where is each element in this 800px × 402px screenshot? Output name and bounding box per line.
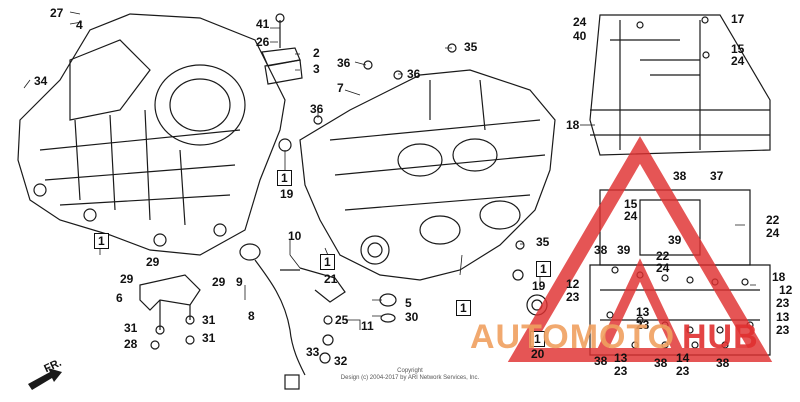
part-callout-6: 6 <box>116 291 123 305</box>
part-callout-1: 1 <box>456 300 471 316</box>
part-callout-38: 38 <box>654 356 668 370</box>
part-callout-17: 17 <box>731 12 745 26</box>
part-callout-34: 34 <box>34 74 48 88</box>
part-callout-38: 38 <box>673 169 687 183</box>
part-callout-23: 23 <box>676 364 690 378</box>
part-callout-21: 21 <box>324 272 338 286</box>
part-callout-24: 24 <box>573 15 587 29</box>
part-callout-24: 24 <box>766 226 780 240</box>
part-callout-36: 36 <box>337 56 351 70</box>
watermark-text-primary: AUTOMOTO <box>470 318 676 356</box>
lower-crankcase-center <box>299 43 556 281</box>
part-callout-29: 29 <box>212 275 226 289</box>
part-callout-26: 26 <box>256 35 270 49</box>
part-callout-38: 38 <box>594 354 608 368</box>
part-callout-41: 41 <box>256 17 270 31</box>
part-callout-37: 37 <box>710 169 724 183</box>
cap-parts <box>261 13 303 152</box>
part-callout-24: 24 <box>624 209 638 223</box>
part-callout-9: 9 <box>236 275 243 289</box>
part-callout-15: 15 <box>731 42 745 56</box>
part-callout-7: 7 <box>337 81 344 95</box>
part-callout-15: 15 <box>624 197 638 211</box>
part-callout-1: 1 <box>536 261 551 277</box>
part-callout-31: 31 <box>124 321 138 335</box>
part-callout-3: 3 <box>313 62 320 76</box>
part-callout-13: 13 <box>776 310 790 324</box>
part-callout-4: 4 <box>76 18 83 32</box>
part-callout-38: 38 <box>716 356 730 370</box>
part-callout-39: 39 <box>668 233 682 247</box>
part-callout-33: 33 <box>306 345 320 359</box>
part-callout-18: 18 <box>566 118 580 132</box>
copyright-notice: Copyright Design (c) 2004-2017 by ARI Ne… <box>330 368 490 382</box>
part-callout-39: 39 <box>617 243 631 257</box>
part-callout-35: 35 <box>464 40 478 54</box>
part-callout-1: 1 <box>320 254 335 270</box>
part-callout-31: 31 <box>202 313 216 327</box>
part-callout-25: 25 <box>335 313 349 327</box>
part-callout-29: 29 <box>146 255 160 269</box>
part-callout-5: 5 <box>405 296 412 310</box>
part-callout-1: 1 <box>94 233 109 249</box>
bracket-assembly <box>139 274 201 350</box>
copyright-line-1: Copyright <box>397 368 423 374</box>
part-callout-1: 1 <box>277 170 292 186</box>
part-callout-24: 24 <box>731 54 745 68</box>
part-callout-13: 13 <box>636 305 650 319</box>
part-callout-23: 23 <box>776 323 790 337</box>
part-callout-23: 23 <box>614 364 628 378</box>
part-callout-27: 27 <box>50 6 64 20</box>
upper-crankcase-left <box>17 13 286 256</box>
sensor-wiring <box>239 243 346 390</box>
part-callout-12: 12 <box>779 283 793 297</box>
part-callout-23: 23 <box>566 290 580 304</box>
part-callout-23: 23 <box>636 318 650 332</box>
part-callout-32: 32 <box>334 354 348 368</box>
part-callout-31: 31 <box>202 331 216 345</box>
part-callout-22: 22 <box>656 249 670 263</box>
watermark-logo <box>507 136 773 362</box>
part-callout-22: 22 <box>766 213 780 227</box>
part-callout-2: 2 <box>313 46 320 60</box>
part-callout-38: 38 <box>594 243 608 257</box>
part-callout-11: 11 <box>361 319 374 333</box>
part-callout-40: 40 <box>573 29 587 43</box>
part-callout-30: 30 <box>405 310 419 324</box>
part-callout-12: 12 <box>566 277 580 291</box>
part-callout-35: 35 <box>536 235 550 249</box>
part-callout-10: 10 <box>288 229 302 243</box>
part-callout-1: 1 <box>530 331 545 347</box>
part-callout-19: 19 <box>532 279 546 293</box>
part-callout-19: 19 <box>280 187 294 201</box>
part-callout-23: 23 <box>776 296 790 310</box>
part-callout-14: 14 <box>676 351 690 365</box>
part-callout-29: 29 <box>120 272 134 286</box>
part-callout-36: 36 <box>407 67 421 81</box>
part-callout-8: 8 <box>248 309 255 323</box>
watermark-text-secondary: HUB <box>682 318 759 356</box>
part-callout-24: 24 <box>656 261 670 275</box>
part-callout-13: 13 <box>614 351 628 365</box>
part-callout-20: 20 <box>531 347 545 361</box>
part-callout-36: 36 <box>310 102 324 116</box>
part-callout-18: 18 <box>772 270 786 284</box>
copyright-line-2: Design (c) 2004-2017 by ARI Network Serv… <box>340 375 480 381</box>
front-direction-arrow-icon <box>28 368 62 390</box>
part-callout-28: 28 <box>124 337 138 351</box>
